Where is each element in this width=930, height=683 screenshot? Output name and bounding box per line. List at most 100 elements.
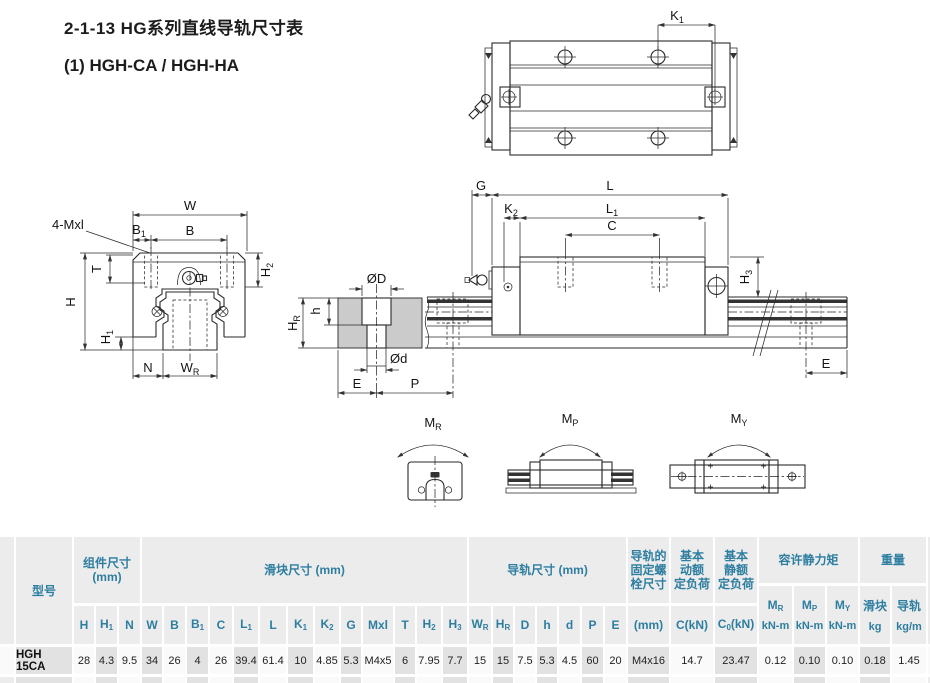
table-cell: 60: [582, 647, 603, 675]
table-cell: 0.10: [794, 647, 825, 675]
table-group-4: 导轨的 固定螺 栓尺寸(mm)M4x16: [628, 537, 669, 683]
table-cell: 4.3: [96, 647, 117, 675]
column-header-label: K2: [320, 617, 334, 633]
column-header: h: [537, 605, 557, 645]
page-subtitle: (1) HGH-CA / HGH-HA: [64, 56, 240, 75]
column-header: B: [164, 605, 185, 645]
table-cell: 61.4: [260, 647, 286, 675]
table-cell: M4x16: [628, 647, 669, 675]
column-header-label: H2: [422, 617, 436, 633]
grease-nipple-icon: [464, 270, 493, 290]
column-header: HR: [493, 605, 513, 645]
table-cell: 28: [74, 647, 94, 675]
column-group-title: 容许静力矩: [759, 537, 858, 584]
table-next-row: [759, 677, 858, 683]
column-header: H1: [96, 605, 117, 645]
table-cell: 15: [493, 647, 513, 675]
column-header-label: H3: [448, 617, 462, 633]
column-header: H: [74, 605, 94, 645]
column-header-label: B: [170, 617, 179, 632]
table-subheader-row: C(kN): [671, 605, 713, 645]
table-cell: 7.7: [443, 647, 467, 675]
table-data-row: HGH 15CA: [16, 647, 72, 675]
table-data-row: 23.47: [715, 647, 757, 675]
column-header-label: 导轨: [896, 599, 921, 614]
column-header-label: L1: [240, 617, 252, 633]
dim-label-T: T: [89, 265, 104, 273]
column-header: P: [582, 605, 603, 645]
moment-mr-diagram: MR: [397, 415, 469, 507]
column-header: C(kN): [671, 605, 713, 645]
column-header: B1: [187, 605, 208, 645]
column-header-label: D: [520, 617, 530, 632]
table-cell-sliver: [715, 677, 757, 683]
table-subheader-row: H H1 N: [74, 605, 140, 645]
table-cell: 0.12: [759, 647, 792, 675]
table-cell: 4: [187, 647, 208, 675]
column-header: L1: [234, 605, 258, 645]
column-group-title: 重量: [860, 537, 926, 584]
column-header: H3: [443, 605, 467, 645]
table-cell-sliver: [759, 677, 792, 683]
column-header: T: [395, 605, 415, 645]
column-header: H2: [417, 605, 441, 645]
column-header-label: L: [269, 617, 277, 632]
table-cell-sliver: [469, 677, 491, 683]
column-header-unit: kg: [868, 621, 882, 634]
column-header-label: d: [565, 617, 574, 632]
column-header-label: H: [79, 617, 89, 632]
table-left-margin: [0, 537, 14, 683]
table-cell: 1.45: [892, 647, 926, 675]
rail-section-view: ØD h HR Ød E P: [285, 271, 454, 398]
column-group-title: 导轨尺寸 (mm): [469, 537, 626, 603]
table-cell: 0.18: [860, 647, 890, 675]
column-header-label: H1: [99, 617, 114, 633]
table-cell: 0.10: [827, 647, 858, 675]
dim-label-Od: Ød: [390, 351, 407, 366]
column-header: G: [341, 605, 361, 645]
column-header: L: [260, 605, 286, 645]
column-header: N: [119, 605, 140, 645]
dim-label-G: G: [476, 178, 486, 193]
table-cell: 15: [469, 647, 491, 675]
dim-label-H: H: [63, 297, 78, 306]
table-cell-sliver: [671, 677, 713, 683]
column-header-label: MY: [834, 598, 851, 614]
column-group-title: 导轨的 固定螺 栓尺寸: [628, 537, 669, 603]
moment-diagrams: MR MP MY: [397, 411, 806, 507]
column-header: E: [605, 605, 626, 645]
table-cell: M4x5: [363, 647, 393, 675]
table-cell-sliver: [443, 677, 467, 683]
page-title: 2-1-13 HG系列直线导轨尺寸表: [64, 19, 304, 38]
table-cell-sliver: [234, 677, 258, 683]
column-header-label: HR: [495, 617, 511, 633]
dim-label-C: C: [607, 218, 616, 233]
column-header-label: W: [146, 617, 158, 632]
grease-nipple-icon: [468, 93, 492, 120]
table-cell-sliver: [582, 677, 603, 683]
table-cell-sliver: [288, 677, 313, 683]
table-cell: 34: [142, 647, 162, 675]
table-subheader-row: C0(kN): [715, 605, 757, 645]
column-group-title: 组件尺寸 (mm): [74, 537, 140, 603]
table-cell-sliver: [315, 677, 339, 683]
dim-label-N: N: [143, 360, 152, 375]
dim-label-HR: HR: [285, 315, 302, 331]
table-cell-sliver: [142, 677, 162, 683]
table-cell-sliver: [794, 677, 825, 683]
